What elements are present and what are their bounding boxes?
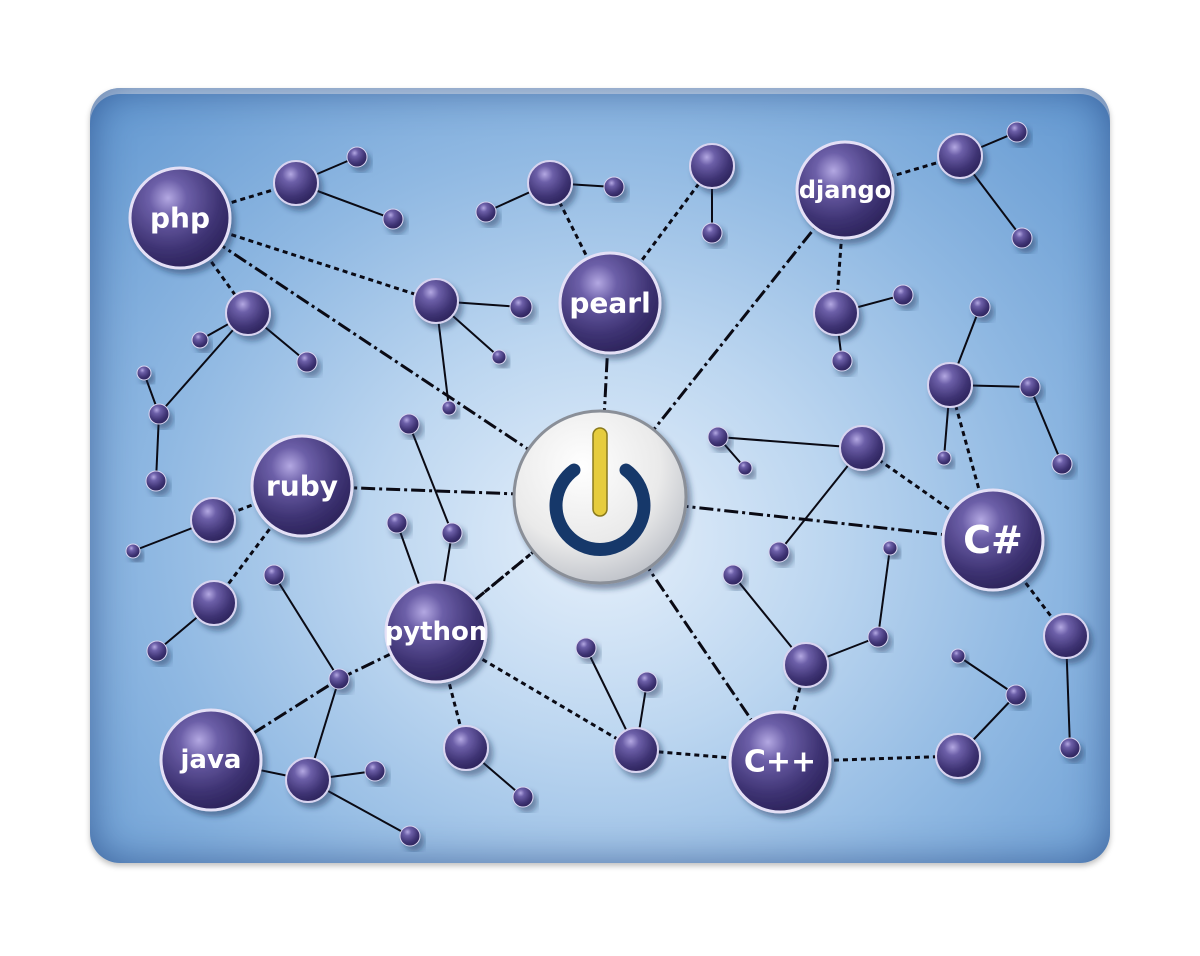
connection-line <box>212 485 304 604</box>
satellite-node <box>491 349 507 365</box>
satellite-node <box>413 278 459 324</box>
satellite-node <box>1005 684 1027 706</box>
connection-line <box>598 189 847 498</box>
hub-label: php <box>150 202 210 235</box>
connection-line <box>599 495 994 542</box>
power-icon <box>549 427 651 556</box>
hub-node-ruby[interactable]: ruby <box>250 434 354 538</box>
satellite-node <box>386 512 408 534</box>
satellite-node <box>783 642 829 688</box>
connection-line <box>957 655 1017 696</box>
hub-label: django <box>799 176 891 204</box>
satellite-node <box>225 290 271 336</box>
connection-line <box>877 547 891 638</box>
satellite-node <box>146 640 168 662</box>
satellite-node <box>398 413 420 435</box>
satellite-node <box>441 400 457 416</box>
satellite-node <box>273 160 319 206</box>
connection-line <box>273 574 340 680</box>
hub-node-pearl[interactable]: pearl <box>558 251 662 355</box>
hub-node-cpp[interactable]: C++ <box>728 710 832 814</box>
satellite-node <box>191 580 237 626</box>
satellite-node <box>382 208 404 230</box>
satellite-node <box>768 541 790 563</box>
satellite-node <box>831 350 853 372</box>
connection-line <box>155 413 160 482</box>
satellite-node <box>636 671 658 693</box>
satellite-node <box>399 825 421 847</box>
connection-line <box>338 630 437 681</box>
satellite-node <box>328 668 350 690</box>
hub-label: pearl <box>569 287 650 320</box>
satellite-node <box>148 403 170 425</box>
satellite-node <box>737 460 753 476</box>
satellite-node <box>346 146 368 168</box>
satellite-node <box>701 222 723 244</box>
satellite-node <box>1006 121 1028 143</box>
satellite-node <box>1019 376 1041 398</box>
hub-node-csharp[interactable]: C# <box>941 488 1045 592</box>
satellite-node <box>892 284 914 306</box>
hub-label: python <box>385 617 488 647</box>
satellite-node <box>722 564 744 586</box>
satellite-node <box>285 757 331 803</box>
satellite-node <box>937 133 983 179</box>
satellite-node <box>145 470 167 492</box>
satellite-node <box>263 564 285 586</box>
center-node[interactable] <box>512 409 688 585</box>
satellite-nodes <box>125 121 1089 847</box>
satellite-node <box>475 201 497 223</box>
satellite-node <box>689 143 735 189</box>
connection-line <box>635 748 781 764</box>
satellite-node <box>527 160 573 206</box>
hub-node-python[interactable]: python <box>384 580 488 684</box>
hub-label: java <box>180 745 242 775</box>
satellite-node <box>443 725 489 771</box>
satellite-node <box>950 648 966 664</box>
satellite-node <box>364 760 386 782</box>
satellite-node <box>936 450 952 466</box>
satellite-node <box>813 290 859 336</box>
satellite-node <box>927 362 973 408</box>
satellite-node <box>1051 453 1073 475</box>
satellite-node <box>867 626 889 648</box>
hub-label: C++ <box>744 745 816 780</box>
satellite-node <box>512 786 534 808</box>
satellite-node <box>575 637 597 659</box>
satellite-node <box>603 176 625 198</box>
satellite-node <box>1011 227 1033 249</box>
satellite-node <box>707 426 729 448</box>
satellite-node <box>136 365 152 381</box>
hub-label: ruby <box>266 470 338 503</box>
satellite-node <box>882 540 898 556</box>
hub-node-java[interactable]: java <box>159 708 263 812</box>
satellite-node <box>296 351 318 373</box>
satellite-node <box>613 727 659 773</box>
satellite-node <box>935 733 981 779</box>
hub-label: C# <box>963 518 1023 562</box>
satellite-node <box>190 497 236 543</box>
satellite-node <box>441 522 463 544</box>
satellite-node <box>1043 613 1089 659</box>
satellite-node <box>191 331 209 349</box>
hub-node-php[interactable]: php <box>128 166 232 270</box>
satellite-node <box>125 543 141 559</box>
satellite-node <box>509 295 533 319</box>
connection-line <box>408 423 453 534</box>
connection-line <box>1029 386 1063 465</box>
satellite-node <box>969 296 991 318</box>
hub-node-django[interactable]: django <box>795 140 895 240</box>
connection-line <box>717 436 863 449</box>
satellite-node <box>839 425 885 471</box>
satellite-node <box>1059 737 1081 759</box>
